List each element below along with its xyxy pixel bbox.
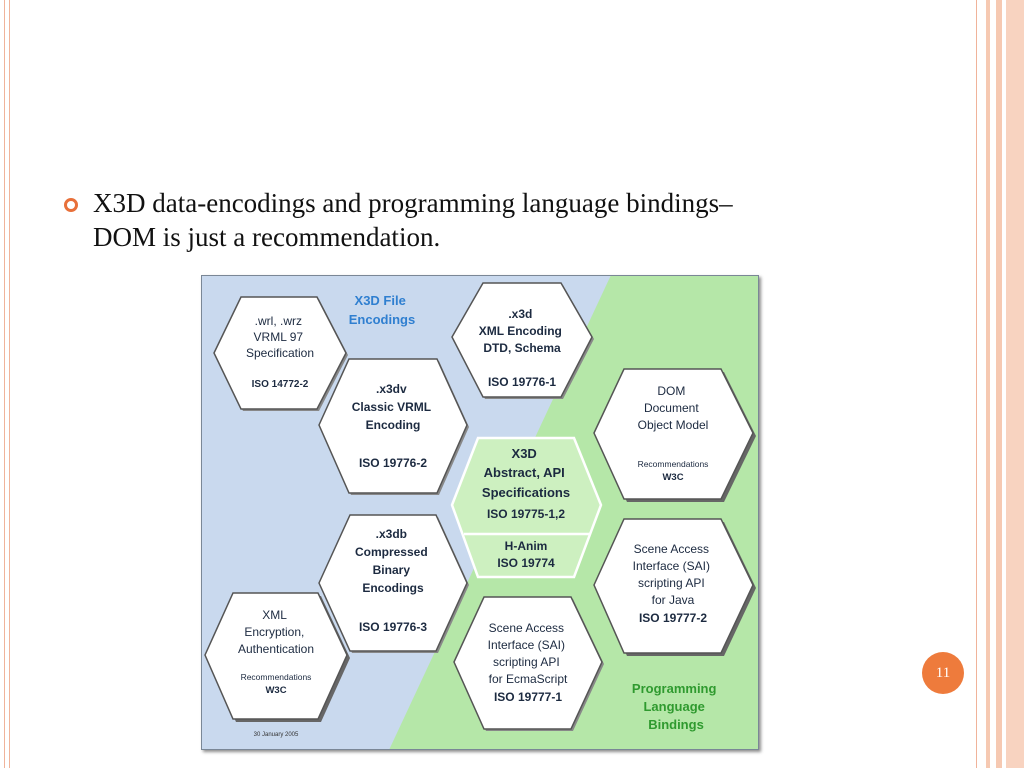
svg-text:ISO 19774: ISO 19774 (497, 556, 555, 570)
svg-text:ISO 14772-2: ISO 14772-2 (252, 379, 309, 390)
hex-x3d-xml-encoding: .x3d XML Encoding DTD, Schema ISO 19776-… (451, 282, 594, 399)
x3d-encodings-diagram: X3D File Encodings Programming Language … (201, 275, 759, 750)
svg-text:.wrl, .wrz VRML 97: .wrl, .wrz VRML 97 Specification (246, 314, 314, 360)
bullet-text: X3D data-encodings and programming langu… (93, 188, 733, 252)
svg-text:.x3dv Classic VRML: .x3dv Classic VRML Encoding (352, 382, 435, 432)
hex-binary-encoding: .x3db Compressed Binary Encodings ISO 19… (318, 514, 469, 653)
page-number-badge: 11 (922, 652, 964, 694)
svg-text:H-Anim: H-Anim (505, 539, 548, 553)
hex-xml-encryption: XML Encryption, Authentication Recommend… (204, 592, 350, 722)
svg-text:Scene Access Interface: Scene Access Interface (SAI) scripting A… (488, 621, 569, 686)
language-bindings-label: Programming Language Bindings (632, 681, 720, 732)
hex-vrml97: .wrl, .wrz VRML 97 Specification ISO 147… (213, 296, 348, 411)
svg-text:ISO 19777-1: ISO 19777-1 (494, 690, 562, 704)
hex-sai-java: Scene Access Interface (SAI) scripting A… (593, 518, 756, 656)
hex-classic-vrml-encoding: .x3dv Classic VRML Encoding ISO 19776-2 (318, 358, 469, 495)
diagram-date: 30 January 2005 (254, 732, 299, 738)
svg-text:X3D Abstract, API: X3D Abstract, API Specifications (482, 446, 570, 500)
svg-text:Recommendations: Recommendations (241, 672, 312, 682)
slide-frame-left (4, 0, 10, 768)
svg-text:ISO 19777-2: ISO 19777-2 (639, 611, 707, 625)
hex-sai-ecmascript: Scene Access Interface (SAI) scripting A… (453, 596, 604, 731)
hex-x3d-abstract-api: X3D Abstract, API Specifications ISO 197… (450, 436, 603, 579)
svg-text:Recommendations: Recommendations (638, 459, 709, 469)
svg-text:.x3db Compressed: .x3db Compressed Binary Encodings (355, 527, 431, 595)
svg-text:Scene Access Interface: Scene Access Interface (SAI) scripting A… (633, 542, 714, 607)
svg-text:ISO 19776-2: ISO 19776-2 (359, 456, 427, 470)
svg-text:DOM Document O: DOM Document Object Model (638, 384, 709, 432)
file-encodings-label: X3D File Encodings (349, 293, 415, 327)
svg-text:XML Encryption,: XML Encryption, Authentication (238, 608, 314, 656)
hex-dom: DOM Document Object Model Recommendation… (593, 368, 756, 502)
svg-text:ISO 19775-1,2: ISO 19775-1,2 (487, 507, 565, 521)
slide-frame-right (976, 0, 1024, 768)
bullet-circle-icon (64, 198, 78, 212)
svg-text:.x3d XML Encoding: .x3d XML Encoding DTD, Schema (479, 307, 565, 355)
svg-text:ISO 19776-1: ISO 19776-1 (488, 375, 556, 389)
svg-text:ISO 19776-3: ISO 19776-3 (359, 620, 427, 634)
svg-text:W3C: W3C (662, 472, 683, 483)
svg-text:W3C: W3C (265, 685, 286, 696)
